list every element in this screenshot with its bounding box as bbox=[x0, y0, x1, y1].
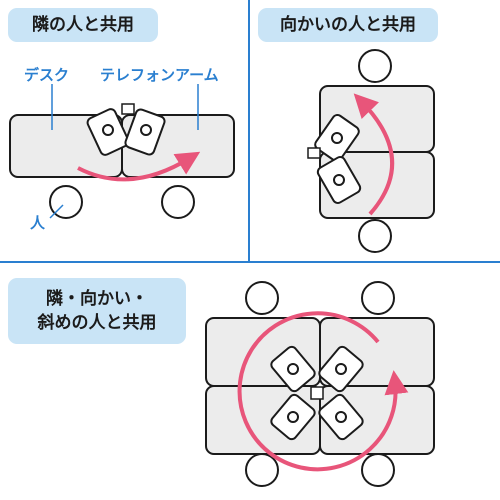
desk-label: デスク bbox=[24, 66, 70, 84]
panel-across-diagram bbox=[307, 49, 435, 253]
person-seat-icon bbox=[245, 453, 279, 487]
rotation-arrow-icon bbox=[237, 311, 409, 472]
panel-all-diagram bbox=[205, 281, 435, 487]
person-seat-icon bbox=[361, 453, 395, 487]
person-seat-icon bbox=[358, 49, 392, 83]
person-seat-icon bbox=[245, 281, 279, 315]
panel-neighbor-diagram bbox=[9, 84, 235, 219]
arm-label: テレフォンアーム bbox=[100, 66, 219, 84]
rotation-arrow-icon bbox=[353, 93, 394, 216]
person-seat-icon bbox=[358, 219, 392, 253]
person-leader-line bbox=[49, 204, 64, 219]
panel-all-title: 隣・向かい・ 斜めの人と共用 bbox=[8, 278, 186, 344]
telephone-arm-icon bbox=[86, 103, 166, 156]
panel-all-title-line2: 斜めの人と共用 bbox=[37, 313, 157, 333]
panel-neighbor-title: 隣の人と共用 bbox=[8, 8, 158, 42]
panel-across-title: 向かいの人と共用 bbox=[258, 8, 438, 42]
person-label: 人 bbox=[30, 214, 46, 232]
telephone-arm-icon bbox=[270, 345, 364, 441]
telephone-arm-icon bbox=[307, 113, 362, 204]
rotation-arrow-icon bbox=[77, 151, 201, 182]
person-seat-icon bbox=[161, 185, 195, 219]
person-seat-icon bbox=[361, 281, 395, 315]
panel-all-title-line1: 隣・向かい・ bbox=[46, 289, 148, 309]
